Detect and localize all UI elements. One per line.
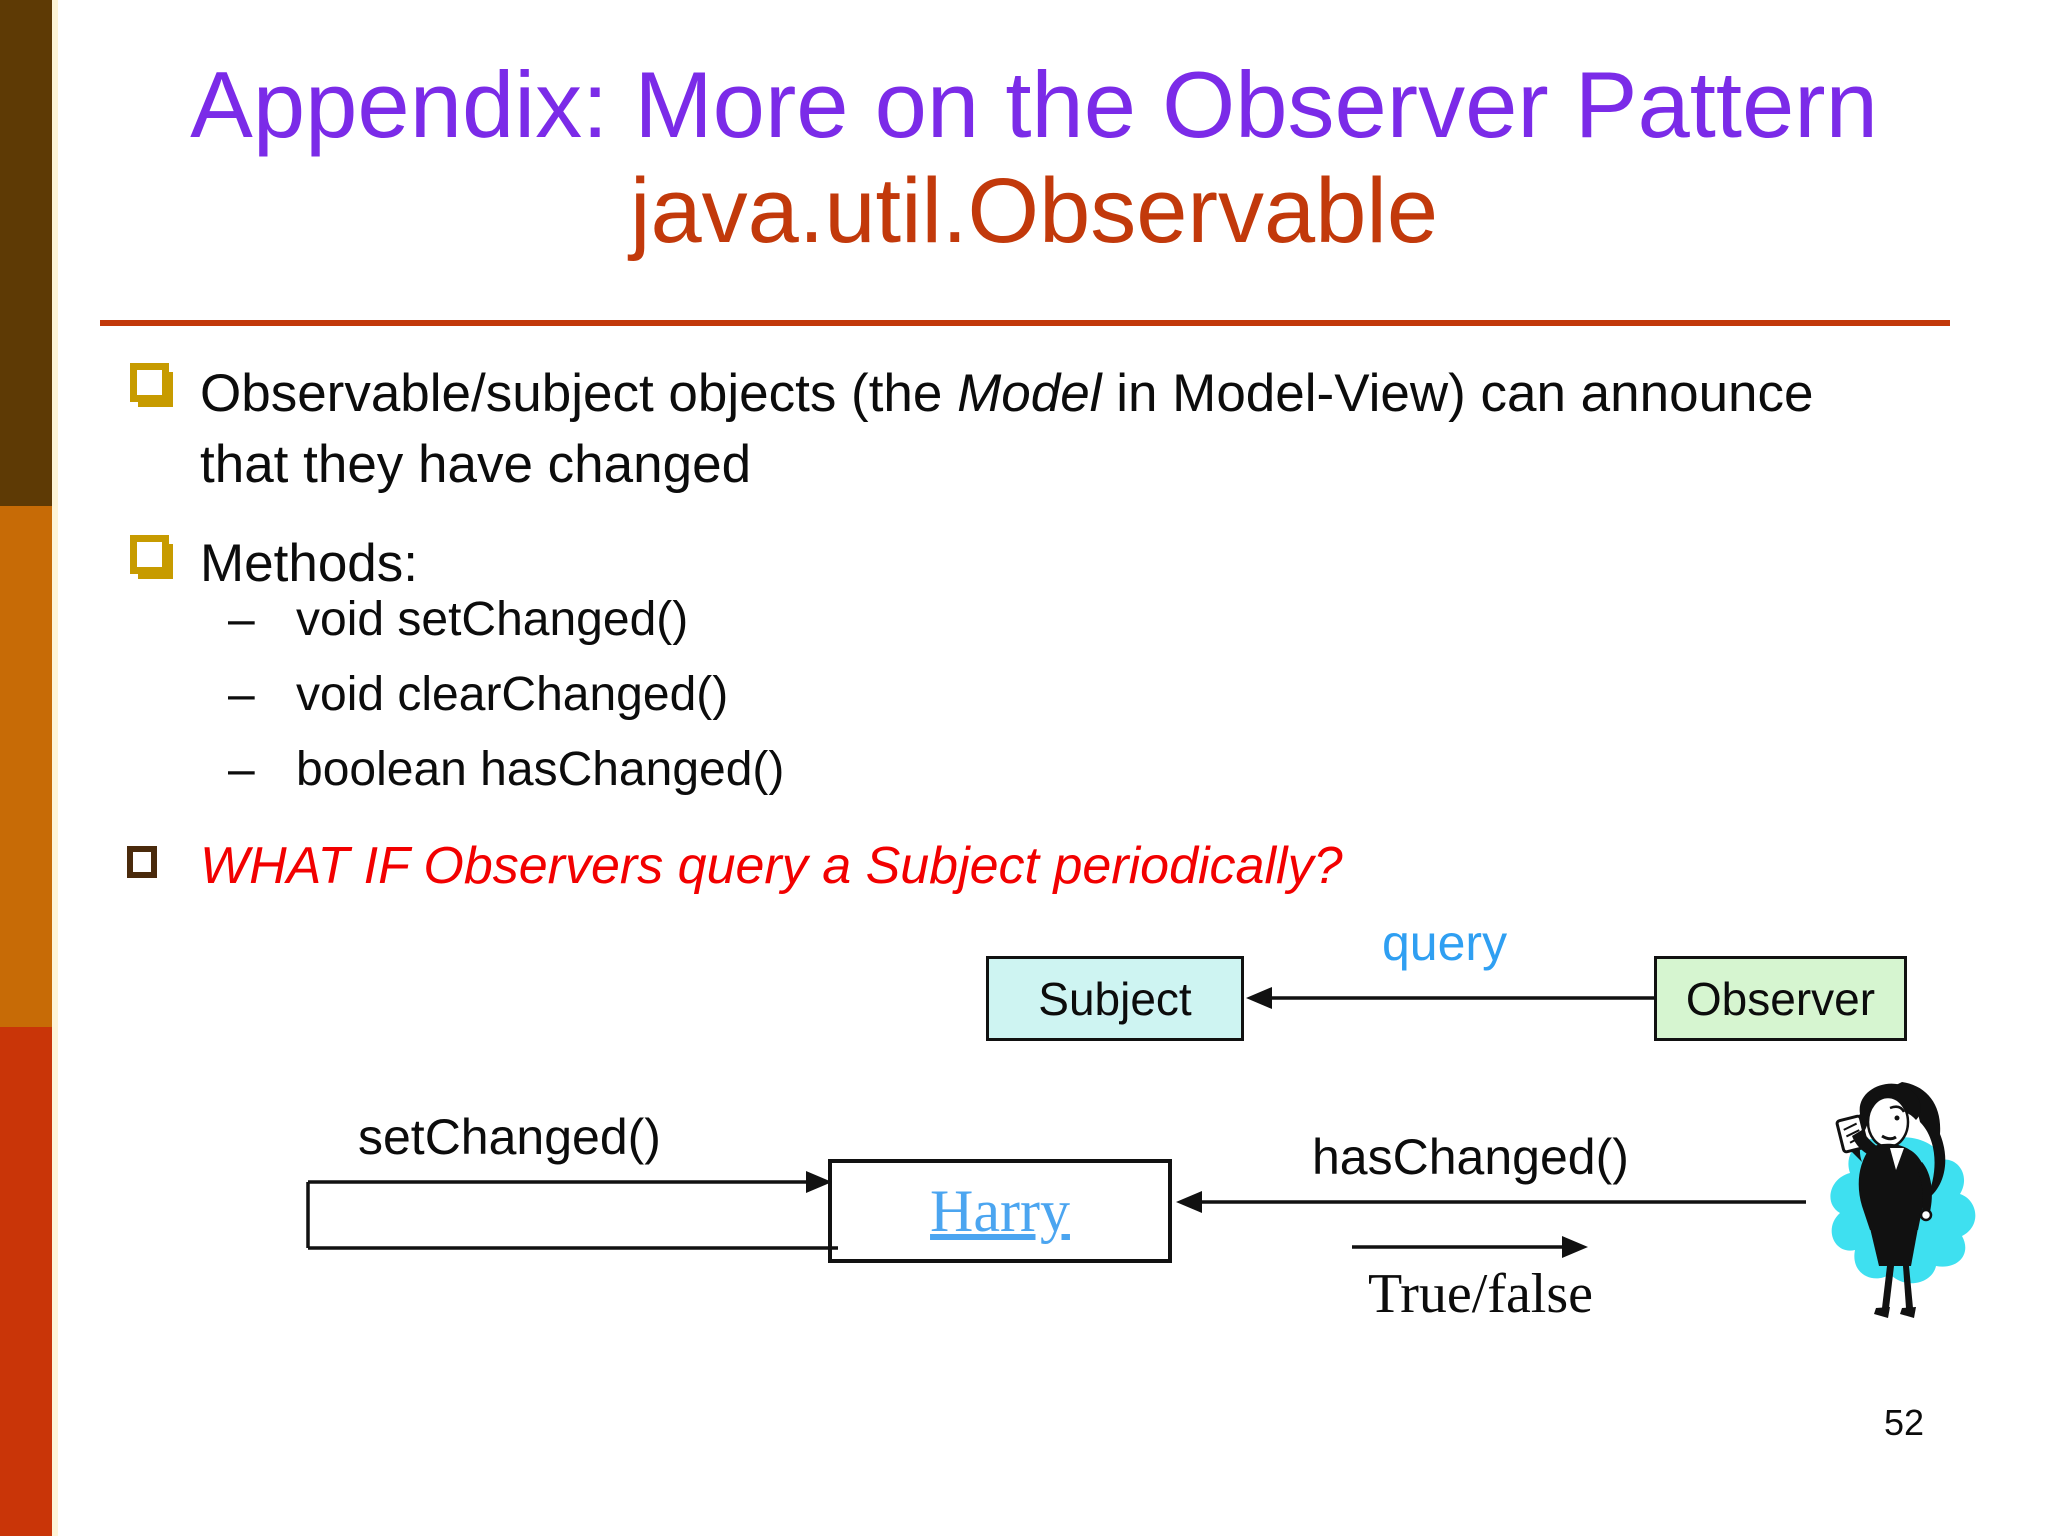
dash-bullet: – bbox=[228, 743, 255, 796]
bullet-methods: Methods: bbox=[200, 534, 419, 593]
observer-label: Observer bbox=[1685, 972, 1876, 1025]
sidebar-edge-line bbox=[52, 0, 58, 1536]
query-arrow-label: query bbox=[1382, 915, 1508, 971]
arrowhead-right-icon bbox=[1562, 1236, 1588, 1258]
title-divider-rule bbox=[100, 320, 1950, 326]
sidebar-decoration bbox=[0, 0, 52, 1536]
gold-square-bullet-icon bbox=[130, 535, 169, 574]
sidebar-segment-orange bbox=[0, 506, 52, 1027]
harry-box: Harry bbox=[828, 1159, 1172, 1263]
arrowhead-left-icon bbox=[1246, 987, 1272, 1009]
harry-link-label: Harry bbox=[930, 1177, 1070, 1244]
arrowhead-left-icon bbox=[1176, 1191, 1202, 1213]
title-line-1: Appendix: More on the Observer Pattern bbox=[190, 52, 1878, 157]
bullet-text-italic-model: Model bbox=[957, 364, 1102, 423]
method-label: void clearChanged() bbox=[296, 668, 729, 721]
observer-box: Observer bbox=[1654, 956, 1907, 1041]
subject-label: Subject bbox=[1038, 972, 1192, 1025]
true-false-label: True/false bbox=[1368, 1263, 1594, 1325]
title-line-2: java.util.Observable bbox=[630, 160, 1438, 262]
setchanged-arrow-label: setChanged() bbox=[358, 1109, 661, 1165]
businesswoman-clipart-icon bbox=[1830, 1082, 1976, 1318]
subject-box: Subject bbox=[986, 956, 1244, 1041]
haschanged-arrow-label: hasChanged() bbox=[1312, 1129, 1629, 1185]
slide-title: Appendix: More on the Observer Pattern j… bbox=[60, 52, 2008, 264]
bullet-observable-line1: Observable/subject objects (the Model in… bbox=[200, 358, 1814, 429]
method-label: void setChanged() bbox=[296, 593, 689, 646]
sidebar-segment-brown bbox=[0, 0, 52, 506]
gold-square-bullet-icon bbox=[130, 363, 169, 402]
bullet-observable-line2: that they have changed bbox=[200, 435, 752, 494]
dash-bullet: – bbox=[228, 668, 255, 721]
dark-square-bullet-icon bbox=[127, 846, 157, 878]
method-label: boolean hasChanged() bbox=[296, 743, 785, 796]
question-text: WHAT IF Observers query a Subject period… bbox=[200, 837, 1343, 895]
bullet-text-pre: Observable/subject objects (the bbox=[200, 364, 958, 423]
page-number: 52 bbox=[1884, 1402, 1925, 1443]
sidebar-segment-red bbox=[0, 1027, 52, 1536]
bullet-text-post: in Model-View) can announce bbox=[1101, 364, 1814, 423]
arrowhead-right-icon bbox=[806, 1171, 832, 1193]
dash-bullet: – bbox=[228, 593, 255, 646]
